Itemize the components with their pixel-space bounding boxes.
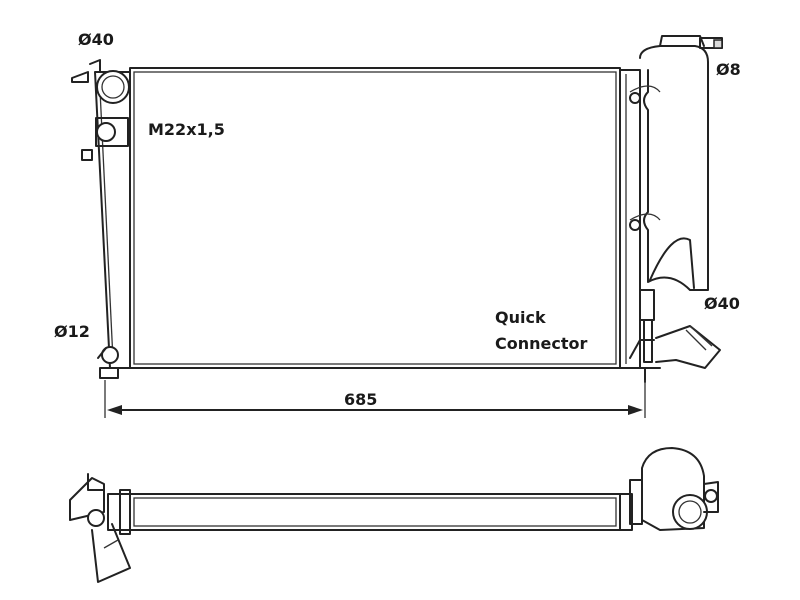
right-tank — [619, 69, 641, 369]
side-core — [129, 493, 621, 531]
expansion-tank — [629, 35, 723, 291]
tank-cap-diameter-label: Ø8 — [716, 60, 741, 79]
left-tank — [94, 71, 131, 369]
outlet-pipe — [655, 325, 721, 369]
dimension-685 — [104, 380, 646, 418]
inlet-pipe — [71, 59, 130, 104]
radiator-front-view — [71, 35, 723, 383]
drain-diameter-label: Ø12 — [54, 322, 90, 341]
quick-connector — [629, 289, 661, 383]
connector-label-line2: Connector — [495, 334, 588, 353]
connector-label-line1: Quick — [495, 308, 546, 327]
radiator-side-view — [69, 447, 719, 583]
threaded-port — [95, 117, 129, 147]
width-dimension-label: 685 — [344, 390, 378, 409]
inlet-diameter-label: Ø40 — [78, 30, 114, 49]
outlet-diameter-label: Ø40 — [704, 294, 740, 313]
thread-spec-label: M22x1,5 — [148, 120, 225, 139]
radiator-core — [129, 67, 621, 369]
drain-plug — [97, 346, 119, 379]
